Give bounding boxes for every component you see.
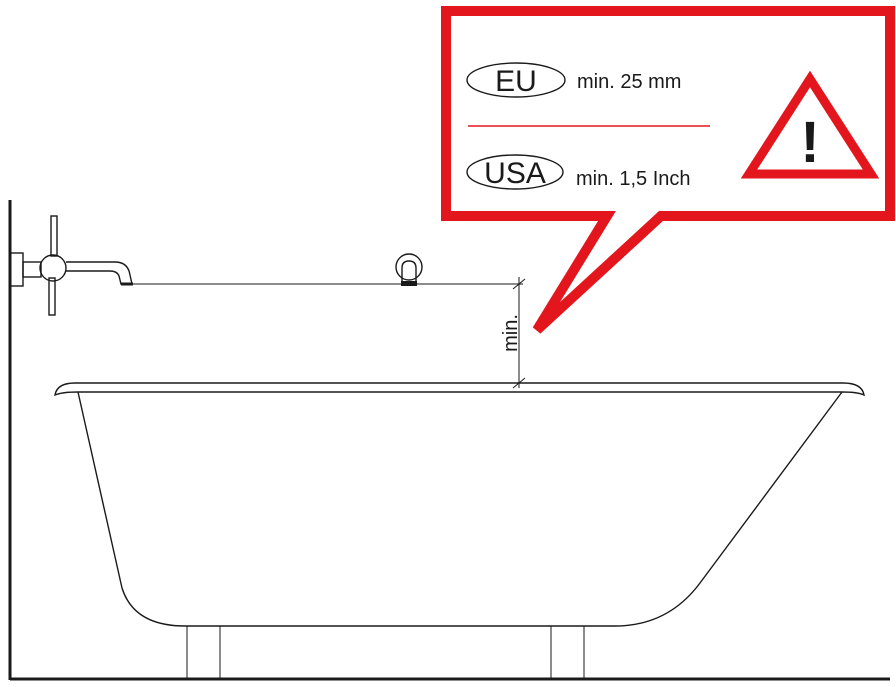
dimension-tick-top: [512, 278, 526, 290]
bathtub-body: [77, 391, 843, 627]
wall-flange: [9, 252, 24, 287]
faucet-body: [22, 261, 42, 278]
warning-exclamation: !: [800, 110, 819, 175]
warning-triangle-outline: [740, 70, 880, 179]
room-outline: [8, 200, 890, 681]
valve-knob: [39, 254, 67, 282]
bathtub: [54, 382, 865, 679]
handle-top: [50, 215, 58, 257]
usa-value: min. 1,5 Inch: [576, 168, 691, 190]
handle-bottom: [48, 277, 56, 316]
spout: [66, 261, 133, 285]
eu-badge: [466, 62, 566, 98]
bathtub-rim: [54, 382, 865, 397]
dimension-tick-bottom: [512, 377, 526, 389]
callout-border: [441, 6, 895, 334]
overflow-inner: [401, 260, 417, 281]
dimension-label: min.: [500, 314, 522, 352]
bathtub-feet: [186, 626, 585, 679]
eu-badge-label: EU: [495, 65, 537, 98]
warning-callout: EU min. 25 mm USA min. 1,5 Inch !: [441, 6, 895, 334]
overflow-ring: [395, 253, 423, 281]
tub-faucet: [9, 215, 133, 316]
usa-requirement: USA min. 1,5 Inch: [466, 154, 691, 190]
overflow-drain: [395, 253, 423, 286]
usa-badge: [466, 154, 564, 190]
usa-badge-label: USA: [484, 157, 546, 190]
eu-value: min. 25 mm: [577, 71, 681, 93]
eu-requirement: EU min. 25 mm: [466, 62, 681, 98]
warning-triangle-icon: !: [740, 70, 880, 179]
minimum-distance-dimension: min.: [133, 277, 526, 389]
